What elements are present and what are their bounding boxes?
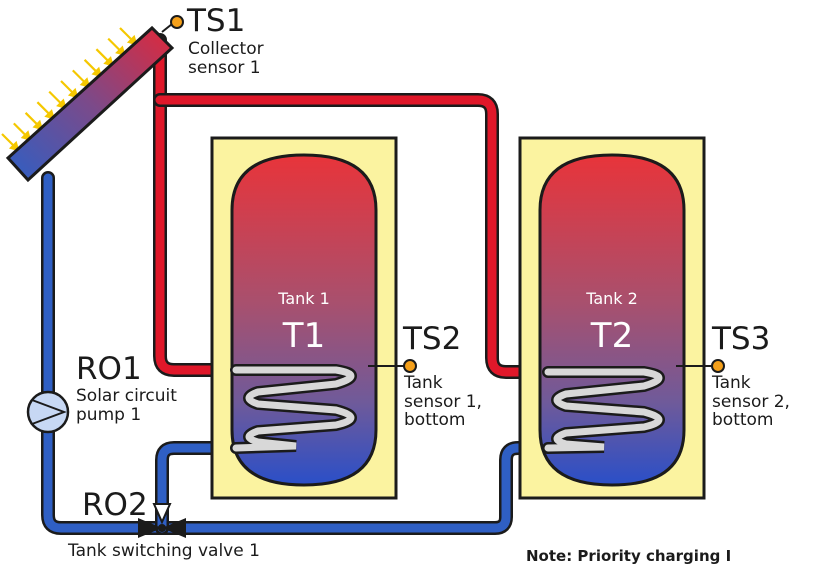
heat-exchanger-coil: [542, 366, 665, 454]
heat-exchanger-coil: [230, 364, 357, 454]
pump-icon: [26, 390, 70, 434]
sensor-ts1-icon: [170, 15, 184, 29]
sun-ray-arrowhead: [56, 98, 67, 110]
sun-ray-arrowhead: [8, 140, 20, 152]
sensor-ts2-icon: [403, 359, 417, 373]
ro2-description: Tank switching valve 1: [68, 541, 260, 561]
tank-2: [518, 136, 725, 500]
sun-ray-arrowhead: [67, 87, 79, 99]
switching-valve-icon: [138, 503, 186, 538]
sensor-ts3-icon: [711, 359, 725, 373]
tank-2-id: T2: [590, 316, 634, 356]
priority-note: Note: Priority charging I: [526, 547, 732, 565]
sun-ray-arrowhead: [44, 109, 56, 120]
ts2-description: Tank sensor 1, bottom: [404, 373, 482, 431]
ts2-label: TS2: [403, 321, 462, 357]
cold-pipe: [41, 171, 555, 535]
sun-rays-icon: [1, 27, 138, 152]
ro1-label: RO1: [76, 351, 142, 387]
ro2-label: RO2: [82, 487, 148, 523]
tank-1: [210, 136, 417, 500]
ts1-label: TS1: [187, 3, 246, 39]
hot-pipe: [153, 33, 555, 379]
ro1-description: Solar circuit pump 1: [76, 386, 177, 425]
sun-ray-arrowhead: [32, 119, 44, 131]
sun-ray-arrowhead: [20, 130, 32, 142]
ts3-label: TS3: [712, 321, 771, 357]
tank-2-name: Tank 2: [586, 289, 638, 308]
ts3-description: Tank sensor 2, bottom: [712, 373, 790, 431]
solar-collector: [5, 25, 175, 183]
ts1-description: Collector sensor 1: [188, 39, 264, 78]
tank-1-id: T1: [282, 316, 326, 356]
tank-1-name: Tank 1: [278, 289, 330, 308]
